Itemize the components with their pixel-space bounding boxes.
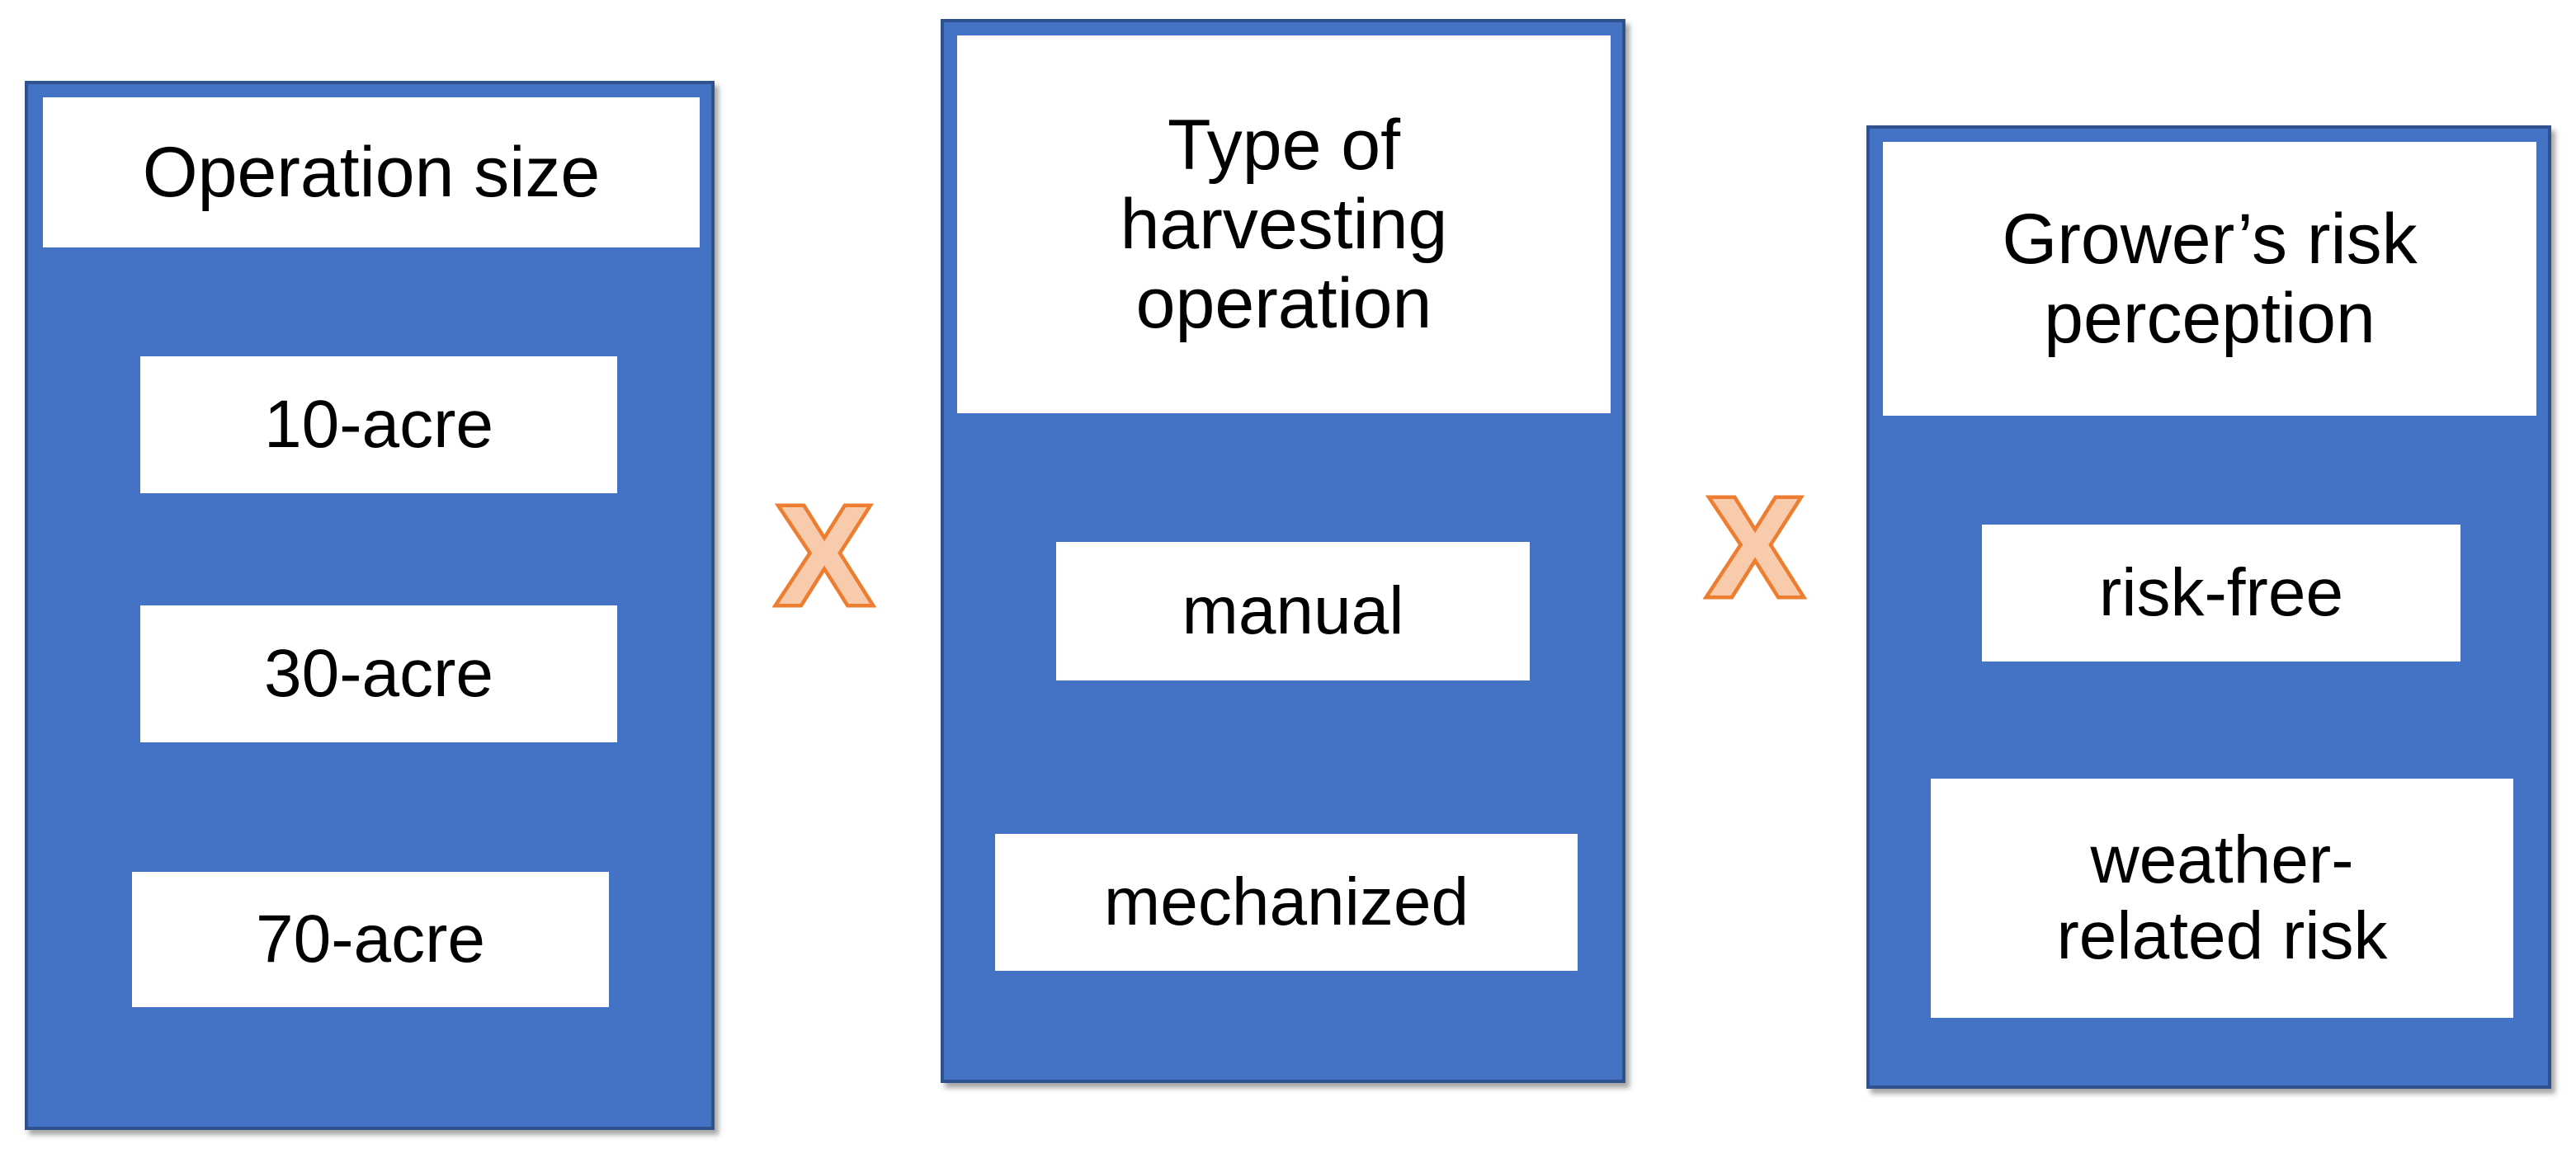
panel-title: Type of harvesting operation [1120, 105, 1448, 344]
panel-operation-size: Operation size 10-acre 30-acre 70-acre [25, 81, 715, 1130]
panel-risk-perception: Grower’s risk perception risk-free weath… [1866, 125, 2551, 1089]
panel-title: Grower’s risk perception [2002, 199, 2418, 358]
option-box: mechanized [995, 834, 1578, 971]
option-box: 10-acre [140, 356, 617, 493]
multiply-operator-icon: X [774, 490, 875, 622]
option-box: 70-acre [132, 872, 609, 1007]
option-label: mechanized [1103, 864, 1470, 940]
panel-harvesting-type: Type of harvesting operation manual mech… [941, 19, 1625, 1083]
panel-title: Operation size [142, 132, 601, 212]
option-box: weather- related risk [1931, 779, 2513, 1018]
multiply-operator-icon: X [1705, 482, 1805, 614]
multiply-operator-label: X [777, 490, 870, 622]
panel-title-box: Type of harvesting operation [957, 35, 1611, 413]
option-box: manual [1056, 542, 1530, 680]
option-label: 10-acre [263, 387, 494, 463]
option-label: risk-free [2098, 555, 2344, 631]
option-label: 70-acre [255, 902, 486, 977]
option-label: 30-acre [263, 636, 494, 712]
option-box: risk-free [1982, 525, 2460, 662]
multiply-operator-label: X [1708, 482, 1801, 614]
option-label: weather- related risk [2056, 822, 2388, 973]
option-label: manual [1182, 573, 1404, 649]
panel-title-box: Grower’s risk perception [1883, 142, 2536, 416]
panel-title-box: Operation size [43, 97, 700, 247]
option-box: 30-acre [140, 605, 617, 742]
